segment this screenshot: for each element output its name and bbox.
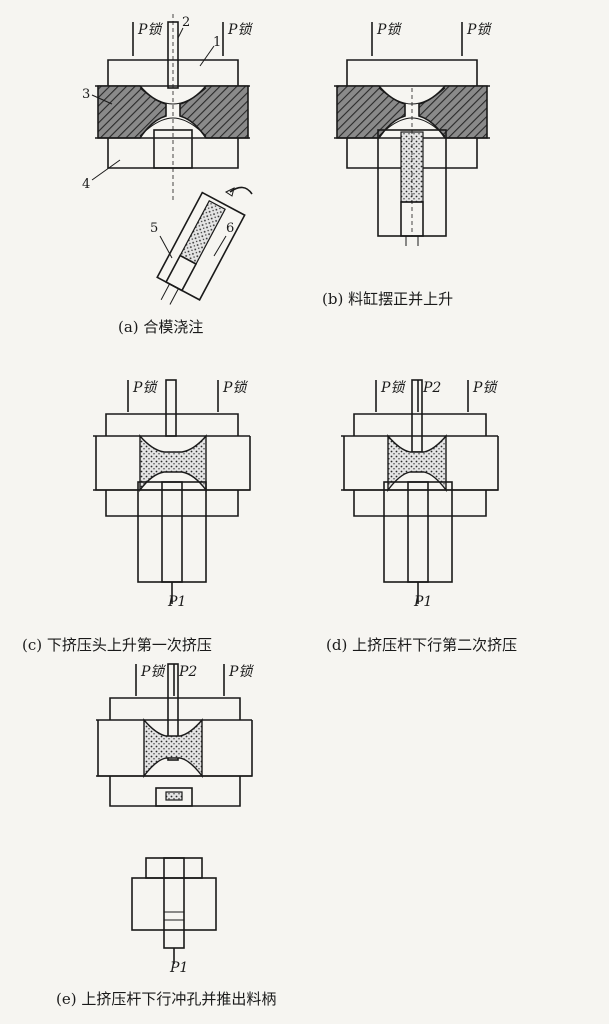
panel-b-p-right: P锁 <box>466 22 492 38</box>
panel-c-caption: (c) 下挤压头上升第一次挤压 <box>22 636 212 654</box>
panel-e-p-left: P锁 <box>140 664 166 680</box>
panel-d-p-bottom: P1 <box>413 594 432 610</box>
panel-e-p-bottom: P1 <box>169 960 188 976</box>
panel-a: P锁 P锁 2 1 3 4 <box>82 14 253 336</box>
panel-a-p-left: P锁 <box>137 22 163 38</box>
panel-e-casting <box>143 718 203 779</box>
panel-b-p-left: P锁 <box>376 22 402 38</box>
panel-d: P锁 P2 P锁 P1 (d) 上挤压杆下行第二次挤压 <box>326 379 517 654</box>
panel-e-p-top: P2 <box>178 664 197 680</box>
panel-e-punched-slug <box>165 791 183 801</box>
panel-a-callout-4: 4 <box>82 177 90 192</box>
panel-a-callout-6: 6 <box>226 221 234 236</box>
panel-c: P锁 P锁 P1 (c) 下挤压头上升第一次挤压 <box>22 379 251 654</box>
panel-d-p-top: P2 <box>422 380 441 396</box>
panel-a-callout-1: 1 <box>213 35 221 50</box>
panel-a-tilted-sleeve <box>156 191 246 305</box>
panel-a-p-right: P锁 <box>227 22 253 38</box>
panel-a-callout-3: 3 <box>82 87 90 102</box>
panel-d-p-left: P锁 <box>380 380 406 396</box>
panel-a-callout-5: 5 <box>150 221 158 236</box>
panel-b-caption: (b) 料缸摆正并上升 <box>322 290 453 308</box>
panel-c-p-right: P锁 <box>222 380 248 396</box>
panel-e: P锁 P2 P锁 P1 (e) 上挤压杆下行冲孔并推出料柄 <box>56 663 276 1008</box>
panel-d-p-right: P锁 <box>472 380 498 396</box>
panel-a-callout-2: 2 <box>182 15 190 30</box>
panel-a-caption: (a) 合模浇注 <box>118 318 203 336</box>
panel-c-p-bottom: P1 <box>167 594 186 610</box>
panel-d-caption: (d) 上挤压杆下行第二次挤压 <box>326 636 517 654</box>
panel-e-p-right: P锁 <box>228 664 254 680</box>
panel-b: P锁 P锁 (b) 料缸摆正并上升 <box>322 22 492 308</box>
panel-c-p-left: P锁 <box>132 380 158 396</box>
panel-e-caption: (e) 上挤压杆下行冲孔并推出料柄 <box>56 990 276 1008</box>
